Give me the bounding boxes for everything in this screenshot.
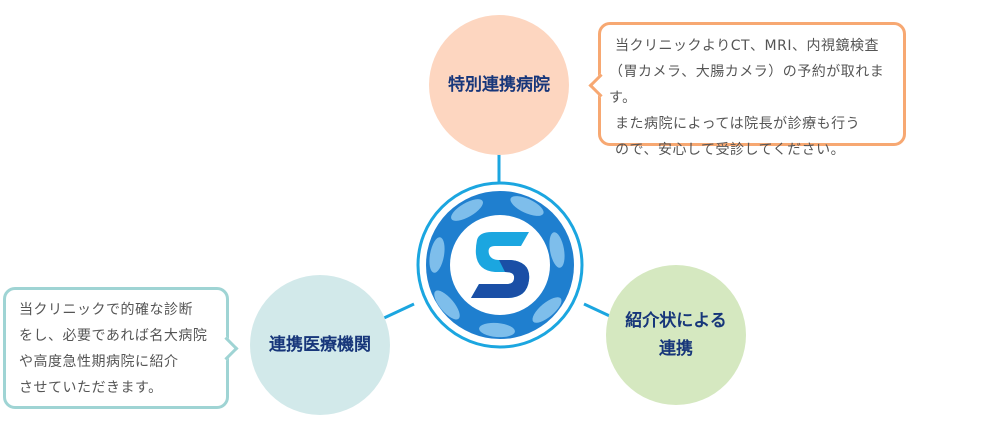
node-partner-medical-institution: 連携医療機関 — [250, 275, 390, 415]
callout-line: ので、安心して受診してください。 — [615, 142, 846, 158]
node-label: 特別連携病院 — [448, 75, 550, 95]
callout-line: をし、必要であれば名大病院 — [19, 328, 208, 344]
node-label-line2: 連携 — [659, 339, 693, 359]
callout-partner-medical-institution: 当クリニックで的確な診断 をし、必要であれば名大病院 や高度急性期病院に紹介 さ… — [3, 287, 239, 409]
callout-line: （胃カメラ、大腸カメラ）の予約が取れます。 — [609, 64, 885, 106]
callout-special-partner-hospital: 当クリニックよりCT、MRI、内視鏡検査 （胃カメラ、大腸カメラ）の予約が取れま… — [588, 22, 906, 158]
node-special-partner-hospital: 特別連携病院 — [429, 15, 569, 155]
center-logo — [407, 180, 593, 350]
callout-line: や高度急性期病院に紹介 — [19, 354, 179, 370]
callout-line: 当クリニックよりCT、MRI、内視鏡検査 — [615, 38, 879, 54]
node-label: 連携医療機関 — [269, 335, 371, 355]
callout-line: させていただきます。 — [19, 380, 163, 396]
clinic-logo-icon — [416, 181, 584, 349]
node-referral-letter: 紹介状による 連携 — [606, 265, 746, 405]
node-label-line1: 紹介状による — [625, 311, 727, 331]
callout-line: 当クリニックで的確な診断 — [19, 302, 193, 318]
callout-line: また病院によっては院長が診療も行う — [615, 116, 861, 132]
